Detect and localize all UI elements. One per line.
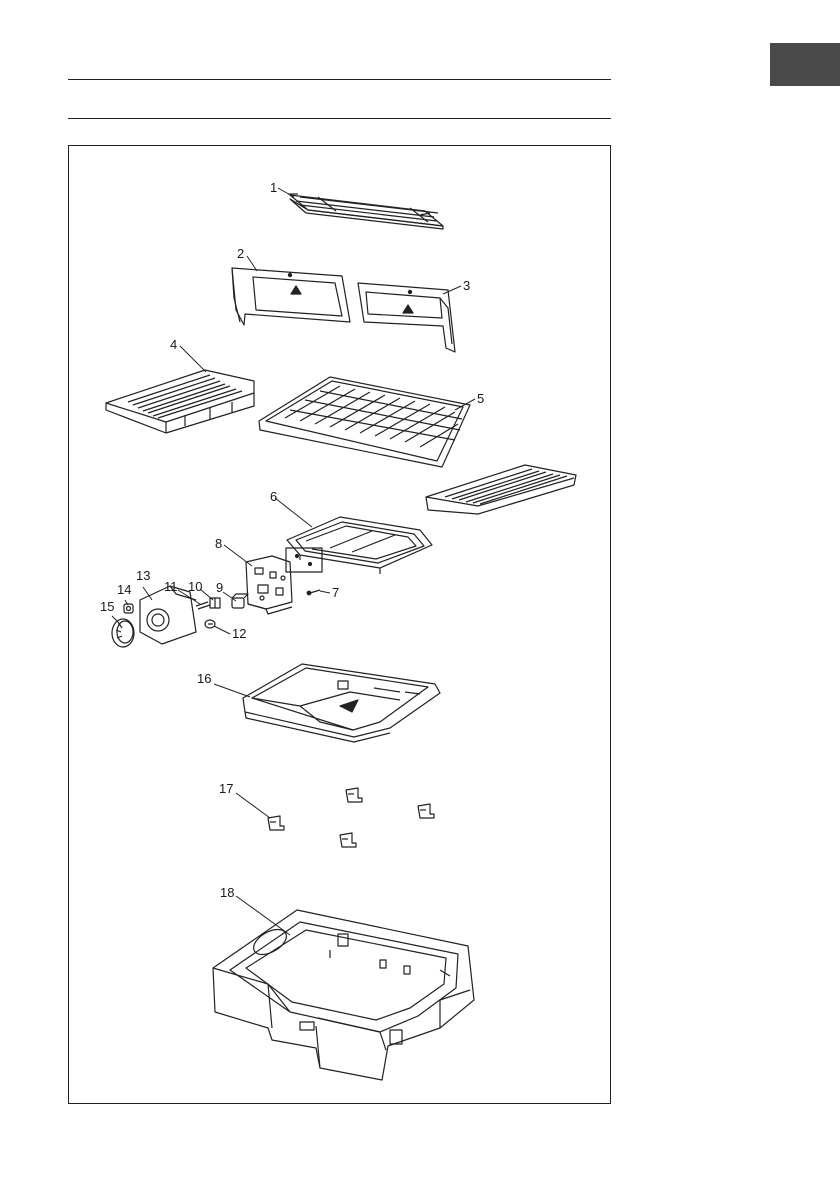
callout-13: 13: [136, 568, 150, 583]
part-15-temperature-dial: [112, 619, 134, 647]
callout-17: 17: [219, 781, 233, 796]
callout-10: 10: [188, 579, 202, 594]
callout-18: 18: [220, 885, 234, 900]
leader-lines: [112, 188, 475, 935]
callout-2: 2: [237, 246, 244, 261]
callout-6: 6: [270, 489, 277, 504]
callout-15: 15: [100, 599, 114, 614]
part-8-control-bracket: [246, 556, 292, 614]
callout-7: 7: [332, 585, 339, 600]
callout-4: 4: [170, 337, 177, 352]
part-12-nut: [205, 620, 215, 628]
part-14-nut: [124, 604, 133, 613]
part-3-wind-guard-right: [358, 283, 455, 352]
callout-1: 1: [270, 180, 277, 195]
callout-3: 3: [463, 278, 470, 293]
callout-8: 8: [215, 536, 222, 551]
part-4b-side-tray-right: [426, 465, 576, 514]
part-10-small-part: [210, 598, 220, 608]
part-4-side-tray-left: [106, 370, 254, 433]
part-5-grill-plate: [259, 377, 470, 467]
callout-5: 5: [477, 391, 484, 406]
part-1-rack-drawing: [288, 194, 443, 229]
part-16-drip-tray: [243, 664, 440, 742]
callout-16: 16: [197, 671, 211, 686]
callout-11: 11: [164, 579, 178, 594]
part-7-screw: [307, 590, 320, 595]
callout-14: 14: [117, 582, 131, 597]
part-17-clips: [268, 788, 434, 847]
part-2-wind-guard-left: [232, 268, 350, 325]
part-18-base-frame: [213, 910, 474, 1080]
callout-9: 9: [216, 580, 223, 595]
part-6-heating-element: [286, 517, 432, 574]
part-9-thermostat-part: [232, 594, 248, 608]
callout-12: 12: [232, 626, 246, 641]
